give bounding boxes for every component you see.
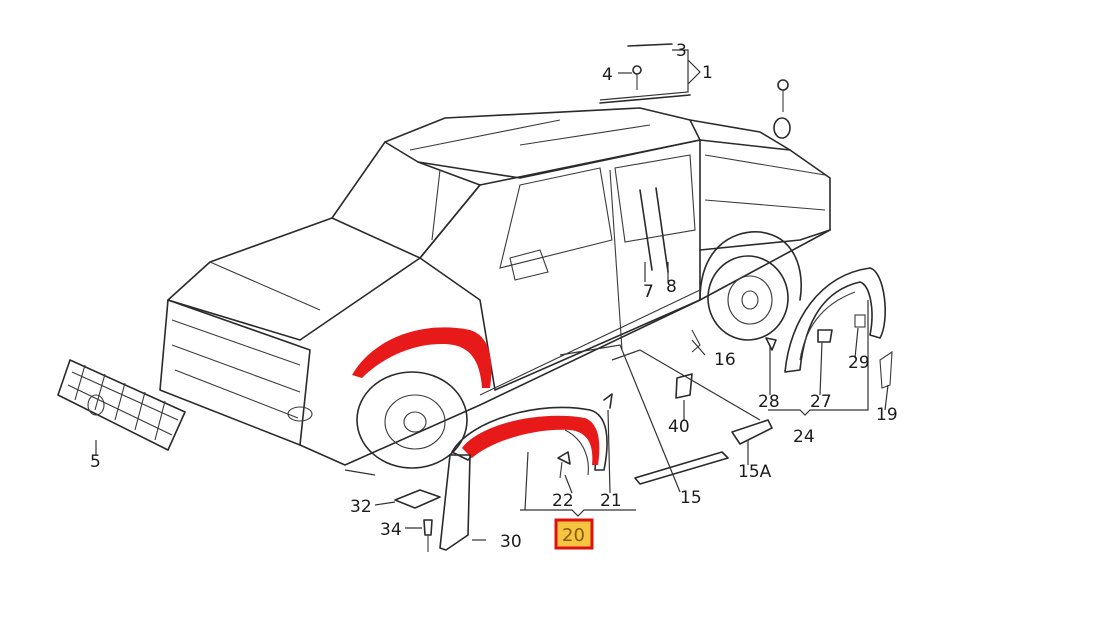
label-3: 3	[676, 41, 687, 61]
leader-lines	[95, 49, 889, 541]
label-22: 22	[552, 491, 574, 511]
part-labels: 1 3 4 5 7 8 15 15A 16 19 21 22 24 27 28 …	[90, 41, 898, 552]
label-4: 4	[602, 65, 613, 85]
grille-part	[57, 359, 186, 451]
truck-outline	[159, 107, 831, 469]
label-16: 16	[714, 350, 736, 370]
label-32: 32	[350, 497, 372, 517]
label-15A: 15A	[738, 462, 772, 482]
sill-trim-part	[634, 451, 729, 485]
label-34: 34	[380, 520, 402, 540]
label-7: 7	[643, 282, 654, 302]
label-15: 15	[680, 488, 702, 508]
label-30: 30	[500, 532, 522, 552]
label-20: 20	[562, 525, 585, 546]
highlighted-callout-20[interactable]: 20	[554, 518, 594, 550]
lower-trim-part	[439, 454, 471, 551]
label-29: 29	[848, 353, 870, 373]
label-27: 27	[810, 392, 832, 412]
label-28: 28	[758, 392, 780, 412]
trim-end-piece	[731, 419, 773, 445]
label-24: 24	[793, 427, 815, 447]
hardware-parts	[394, 43, 833, 552]
label-40: 40	[668, 417, 690, 437]
fender-flare-part	[451, 406, 608, 476]
label-19: 19	[876, 405, 898, 425]
wheel-arch-highlight	[352, 327, 492, 388]
label-21: 21	[600, 491, 622, 511]
rear-flare-part	[784, 267, 893, 389]
label-5: 5	[90, 452, 101, 472]
label-8: 8	[666, 277, 677, 297]
label-1: 1	[702, 63, 713, 83]
